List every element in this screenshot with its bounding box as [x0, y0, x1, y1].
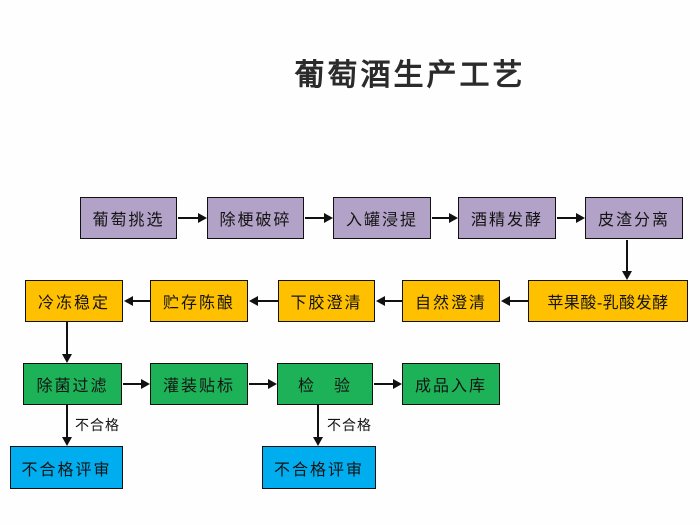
node-filling-labeling: 灌装贴标 [150, 363, 248, 405]
node-inspection: 检 验 [277, 363, 373, 405]
node-fining-clarification: 下胶澄清 [278, 280, 375, 322]
arrow-left-icon [124, 296, 150, 306]
arrow-down-icon [622, 240, 632, 280]
edge-label-fail-right: 不合格 [327, 417, 372, 433]
arrow-left-icon [376, 296, 402, 306]
node-nonconforming-review-left: 不合格评审 [10, 446, 123, 489]
arrow-left-icon [501, 296, 528, 306]
node-skin-separation: 皮渣分离 [585, 197, 683, 239]
arrow-right-icon [374, 379, 402, 389]
node-alcohol-fermentation: 酒精发酵 [458, 197, 556, 239]
node-storage-aging: 贮存陈酿 [150, 280, 248, 322]
edge-label-fail-left: 不合格 [75, 417, 120, 433]
arrow-left-icon [249, 296, 278, 306]
arrow-right-icon [432, 213, 458, 223]
arrow-right-icon [178, 213, 207, 223]
arrow-right-icon [249, 379, 277, 389]
arrow-down-icon [62, 322, 72, 363]
arrow-right-icon [557, 213, 585, 223]
node-destem-crush: 除梗破碎 [207, 197, 304, 239]
node-natural-clarification: 自然澄清 [402, 280, 500, 322]
page-title: 葡萄酒生产工艺 [294, 59, 526, 92]
arrow-down-icon [313, 405, 323, 446]
node-nonconforming-review-right: 不合格评审 [262, 446, 376, 489]
node-sterile-filtration: 除菌过滤 [23, 363, 122, 405]
node-tank-maceration: 入罐浸提 [333, 197, 431, 239]
arrow-right-icon [305, 213, 333, 223]
node-malolactic-fermentation: 苹果酸-乳酸发酵 [528, 280, 688, 322]
node-grape-selection: 葡萄挑选 [80, 197, 177, 239]
node-warehousing: 成品入库 [402, 363, 500, 405]
node-cold-stabilization: 冷冻稳定 [25, 280, 123, 322]
arrow-down-icon [62, 405, 72, 446]
arrow-right-icon [123, 379, 150, 389]
